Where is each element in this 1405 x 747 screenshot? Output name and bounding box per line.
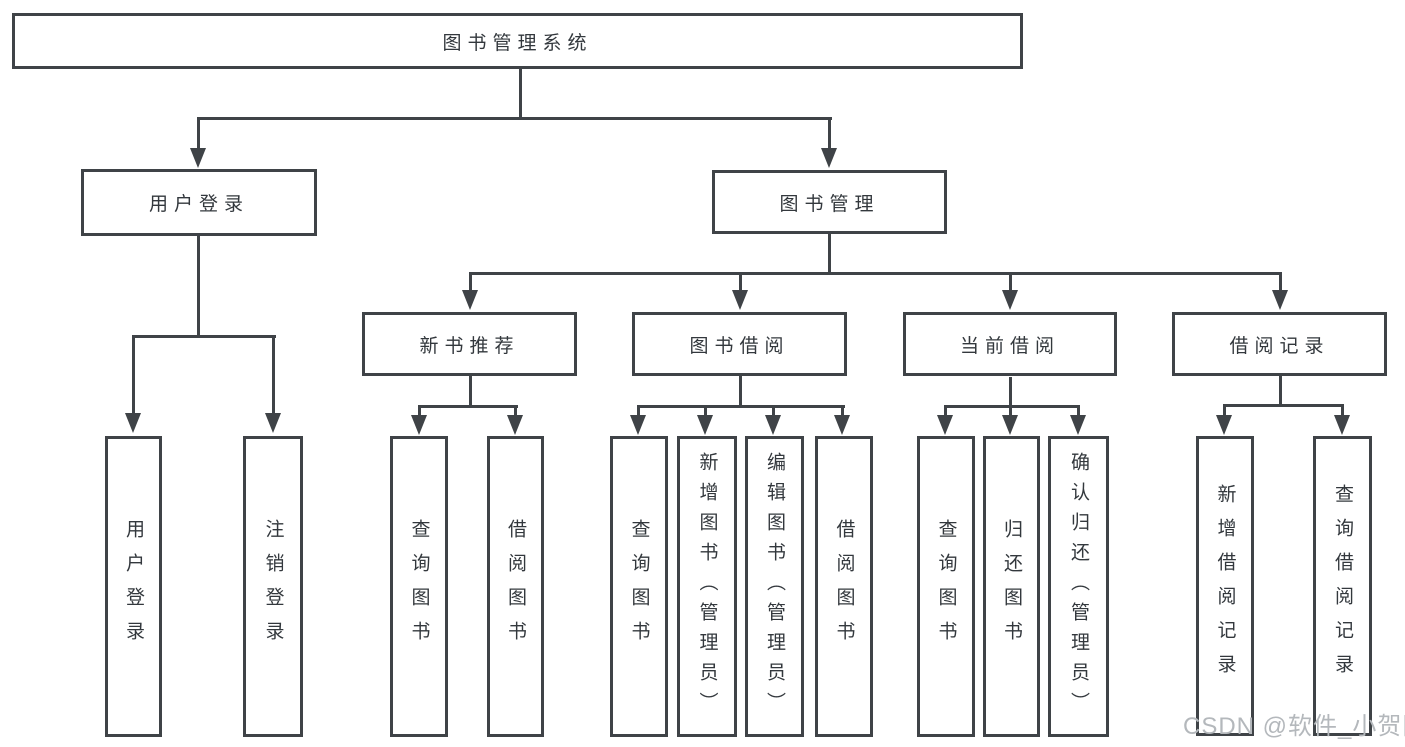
arrowhead-down [1002, 415, 1018, 435]
connector-line [1009, 405, 1012, 417]
arrowhead-down [507, 415, 523, 435]
arrowhead-down [190, 148, 206, 168]
connector-line [637, 405, 640, 417]
connector-line [828, 234, 831, 275]
node-book-borrowing: 图书借阅 [632, 312, 847, 376]
leaf-borrow-books-recommend: 借阅图书 [487, 436, 544, 737]
node-label: 查询借阅记录 [1332, 484, 1353, 688]
arrowhead-down [1002, 290, 1018, 310]
leaf-borrow-books-borrowing: 借阅图书 [815, 436, 873, 737]
arrowhead-down [630, 415, 646, 435]
connector-line [469, 272, 1282, 275]
node-label: 新增图书（管理员） [696, 451, 718, 722]
node-label: 归还图书 [1001, 518, 1022, 655]
connector-line [828, 117, 831, 149]
connector-line [519, 68, 522, 117]
connector-line [418, 405, 518, 408]
node-label: 查询图书 [408, 518, 430, 655]
arrowhead-down [125, 413, 141, 433]
leaf-confirm-return-admin: 确认归还（管理员） [1048, 436, 1109, 737]
leaf-logout: 注销登录 [243, 436, 303, 737]
leaf-query-books-recommend: 查询图书 [390, 436, 448, 737]
arrowhead-down [1272, 290, 1288, 310]
connector-line [841, 405, 844, 417]
arrowhead-down [1216, 415, 1232, 435]
leaf-edit-books-admin: 编辑图书（管理员） [745, 436, 804, 737]
arrowhead-down [265, 413, 281, 433]
node-label: 借阅图书 [833, 518, 855, 655]
arrowhead-down [834, 415, 850, 435]
connector-line [1223, 404, 1343, 407]
connector-line [197, 235, 200, 338]
connector-line [1279, 272, 1282, 292]
node-label: 新增借阅记录 [1214, 484, 1236, 688]
node-new-book-recommend: 新书推荐 [362, 312, 577, 376]
arrowhead-down [462, 290, 478, 310]
leaf-return-books: 归还图书 [983, 436, 1040, 737]
node-label: 图书借阅 [689, 335, 790, 357]
node-label: 图书管理 [779, 193, 880, 215]
connector-line [197, 117, 200, 149]
connector-line [514, 405, 517, 417]
node-label: 查询图书 [628, 518, 650, 655]
node-label: 用户登录 [148, 194, 249, 215]
node-label: 借阅记录 [1229, 335, 1330, 357]
connector-line [1341, 404, 1344, 417]
leaf-query-borrow-record: 查询借阅记录 [1313, 436, 1372, 736]
arrowhead-down [697, 415, 713, 435]
node-label: 借阅图书 [505, 518, 526, 655]
node-label: 查询图书 [935, 518, 957, 655]
connector-line [132, 335, 135, 415]
connector-line [1279, 376, 1282, 407]
arrowhead-down [937, 415, 953, 435]
connector-line [197, 117, 832, 120]
connector-line [704, 405, 707, 417]
csdn-watermark: CSDN @软件_小贺同学 [1183, 713, 1405, 740]
leaf-user-login: 用户登录 [105, 436, 162, 737]
connector-line [469, 272, 472, 292]
node-label: 当前借阅 [959, 335, 1060, 357]
node-book-management: 图书管理 [712, 170, 947, 234]
arrowhead-down [821, 148, 837, 168]
connector-line [469, 376, 472, 408]
node-label: 用户登录 [123, 518, 144, 655]
arrowhead-down [765, 415, 781, 435]
arrowhead-down [1070, 415, 1086, 435]
connector-line [739, 272, 742, 292]
connector-line [1009, 272, 1012, 292]
node-label: 新书推荐 [419, 335, 520, 357]
connector-line [1077, 405, 1080, 417]
connector-line [272, 335, 275, 415]
leaf-add-borrow-record: 新增借阅记录 [1196, 436, 1254, 736]
arrowhead-down [411, 415, 427, 435]
node-user-login: 用户登录 [81, 169, 317, 236]
arrowhead-down [1334, 415, 1350, 435]
node-borrowing-records: 借阅记录 [1172, 312, 1387, 376]
arrowhead-down [732, 290, 748, 310]
node-current-borrowing: 当前借阅 [903, 312, 1117, 376]
node-label: 编辑图书（管理员） [764, 451, 785, 722]
connector-line [944, 405, 947, 417]
leaf-query-books-borrowing: 查询图书 [610, 436, 668, 737]
leaf-add-books-admin: 新增图书（管理员） [677, 436, 737, 737]
connector-line [1009, 377, 1012, 408]
connector-line [772, 405, 775, 417]
node-label: 图书管理系统 [442, 32, 593, 54]
connector-line [944, 405, 1080, 408]
leaf-query-books-current: 查询图书 [917, 436, 975, 737]
connector-line [1223, 404, 1226, 417]
node-library-system: 图书管理系统 [12, 13, 1023, 69]
node-label: 注销登录 [262, 518, 284, 655]
connector-line [739, 376, 742, 408]
connector-line [418, 405, 421, 417]
connector-line [637, 405, 845, 408]
connector-line [132, 335, 276, 338]
node-label: 确认归还（管理员） [1068, 451, 1089, 722]
